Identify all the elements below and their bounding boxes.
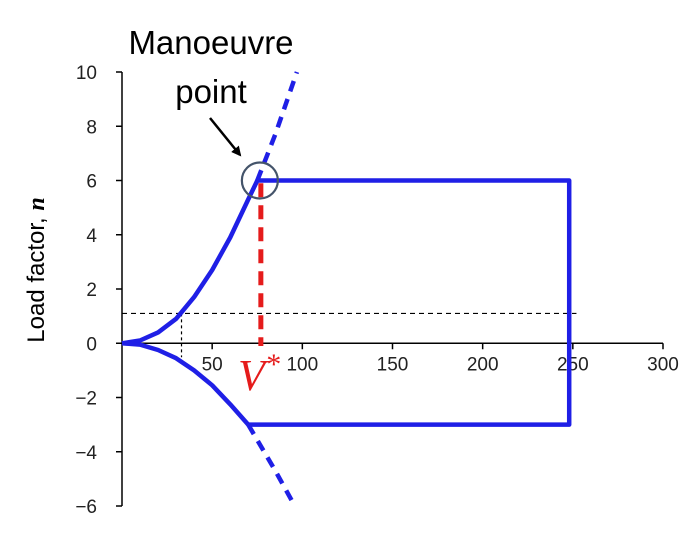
axes: 10 8 6 4 2 0 −2 −4 −6 50 100 150 200 250 300 [75,63,679,518]
x-tick-label: 300 [647,354,679,375]
y-tick-label: 0 [86,334,97,355]
y-axis-title-variable: n [24,197,50,210]
x-tick-label: 200 [467,354,499,375]
y-tick-label: 10 [76,63,97,84]
y-axis-title-text: Load factor, [23,211,50,343]
y-tick-label: 6 [86,172,97,193]
y-tick-label: 8 [86,117,97,138]
x-tick-label: 100 [286,354,318,375]
critical-speed-superscript: * [265,348,280,381]
series-group [121,71,572,505]
x-tick-label: 50 [202,354,223,375]
reference-lines [122,312,577,358]
x-tick-label: 250 [557,354,589,375]
manoeuvre-point-label-line1: Manoeuvre [128,24,293,61]
y-axis-title: Load factor, n [23,197,50,342]
manoeuvre-point-arrow [209,117,242,157]
y-tick-label: −4 [75,443,97,464]
manoeuvre-point-label-line2: point [175,73,247,110]
y-tick-label: 2 [86,280,97,301]
flight-envelope-line [121,178,572,427]
y-tick-label: −2 [75,389,97,410]
flight-envelope-line [121,341,250,427]
stall-limit-extension-dashed [246,423,296,505]
annotations [209,117,279,200]
stall-limit-extension-dashed [255,71,300,182]
critical-speed-symbol: V [238,351,270,400]
manoeuvre-point-circle [240,161,279,200]
y-tick-label: −6 [75,497,97,518]
critical-speed-label: V* [238,348,280,400]
y-tick-label: 4 [86,226,97,247]
x-tick-label: 150 [377,354,409,375]
